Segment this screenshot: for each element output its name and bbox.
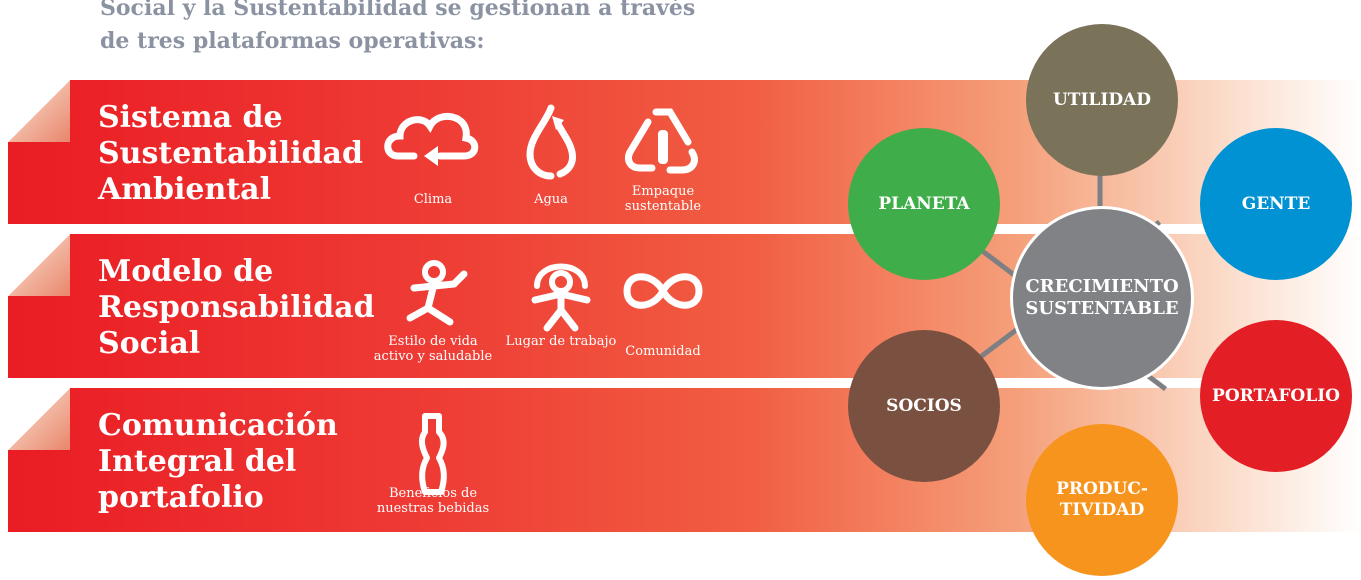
- recycle-bottle-icon: [624, 108, 698, 174]
- intro-text: Social y la Sustentabilidad se gestionan…: [100, 0, 696, 54]
- item-label: Clima: [413, 192, 453, 207]
- circle-planeta: PLANETA: [848, 128, 1000, 280]
- platform-item-clima: Clima: [368, 80, 498, 224]
- item-label: Comunidad: [625, 344, 701, 359]
- platform-item-empaque: Empaque sustentable: [598, 80, 728, 224]
- circle-productividad-label: PRODUC- TIVIDAD: [1056, 479, 1148, 520]
- band-fold-corner: [8, 388, 70, 450]
- worker-figure-icon: [531, 263, 591, 332]
- circle-portafolio: PORTAFOLIO: [1200, 320, 1352, 472]
- item-label: Estilo de vida activo y saludable: [373, 334, 493, 364]
- platform-item-lugar-de-trabajo: Lugar de trabajo: [496, 234, 626, 378]
- water-drop-cycle-icon: [526, 104, 576, 180]
- circle-crecimiento-sustentable: CRECIMIENTO SUSTENTABLE: [1010, 206, 1194, 390]
- platform-item-comunidad: Comunidad: [598, 234, 728, 378]
- platform-title: Sistema de Sustentabilidad Ambiental: [98, 100, 363, 207]
- platform-item-beneficios: Beneficios de nuestras bebidas: [368, 388, 498, 532]
- platform-title: Comunicación Integral del portafolio: [98, 408, 338, 515]
- platform-title: Modelo de Responsabilidad Social: [98, 254, 375, 361]
- item-label: Lugar de trabajo: [505, 334, 617, 349]
- band-fold-corner: [8, 80, 70, 142]
- item-label: Empaque sustentable: [624, 184, 702, 214]
- circle-socios: SOCIOS: [848, 330, 1000, 482]
- circle-utilidad: UTILIDAD: [1026, 24, 1178, 176]
- cloud-cycle-icon: [384, 113, 479, 166]
- item-label: Beneficios de nuestras bebidas: [376, 486, 490, 516]
- active-person-icon: [406, 260, 468, 326]
- platform-item-agua: Agua: [486, 80, 616, 224]
- band-fold-corner: [8, 234, 70, 296]
- infinity-community-icon: [623, 273, 703, 309]
- item-label: Agua: [534, 192, 568, 207]
- circle-productividad: PRODUC- TIVIDAD: [1026, 424, 1178, 576]
- platform-item-estilo-de-vida: Estilo de vida activo y saludable: [368, 234, 498, 378]
- circle-gente: GENTE: [1200, 128, 1352, 280]
- bottle-benefits-icon: [418, 413, 447, 495]
